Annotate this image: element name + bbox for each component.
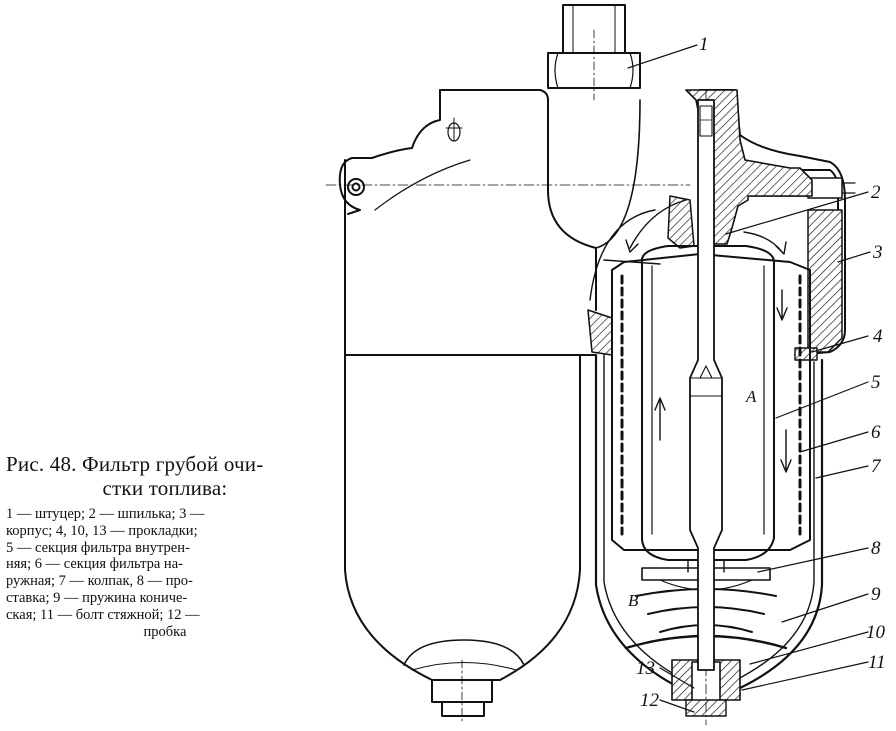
flow-arrows [589,199,792,473]
callout-5: 5 [871,372,881,393]
zone-label-b: B [628,591,639,610]
callout-7: 7 [871,456,882,477]
callout-3: 3 [872,242,883,263]
stud-part [689,99,723,671]
bowl-left [344,354,581,723]
callout-8: 8 [871,538,881,559]
callout-9: 9 [871,584,881,605]
fitting-part [547,4,641,101]
callout-1: 1 [699,34,709,55]
caption-title: Рис. 48. Фильтр грубой очи- стки топлива… [6,452,324,500]
legend-line: пробка [143,623,187,640]
callout-13: 13 [636,658,655,679]
legend-line: ская; 11 — болт стяжной; 12 — [6,606,200,623]
callout-6: 6 [871,422,881,443]
callout-10: 10 [866,622,886,643]
legend-line: ставка; 9 — пружина кониче- [6,589,188,606]
caption-title-line-2: стки топлива: [102,476,228,500]
caption-title-line-1: Рис. 48. Фильтр грубой очи- [6,452,264,476]
zone-label-a: A [745,387,757,406]
legend-line: корпус; 4, 10, 13 — прокладки; [6,522,198,539]
callout-12: 12 [640,690,660,711]
legend-line: няя; 6 — секция фильтра на- [6,556,183,573]
legend-line: 1 — штуцер; 2 — шпилька; 3 — [6,506,205,522]
legend-line: 5 — секция фильтра внутрен- [6,539,190,556]
callout-11: 11 [868,652,886,673]
legend-line: ружная; 7 — колпак, 8 — про- [6,573,193,590]
body-part [325,89,856,356]
leader-lines [627,44,871,713]
figure-caption: Рис. 48. Фильтр грубой очи- стки топлива… [6,452,324,640]
caption-legend: 1 — штуцер; 2 — шпилька; 3 — корпус; 4, … [6,506,324,640]
callout-4: 4 [873,326,883,347]
callout-2: 2 [871,182,881,203]
bowl-right-section [594,89,824,726]
